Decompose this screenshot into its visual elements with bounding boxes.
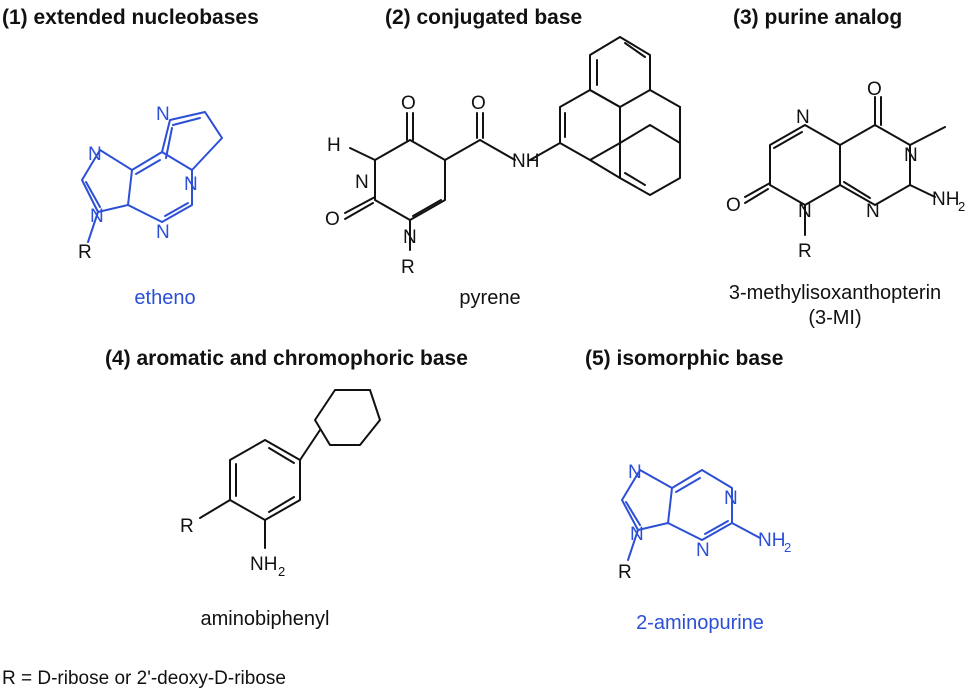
pyrene-conjugated-base-structure: O O O H N N NH R <box>325 36 681 278</box>
atom-label: R <box>180 516 194 537</box>
atom-label: N <box>88 144 102 165</box>
atom-label: N <box>796 107 810 128</box>
atom-label: N <box>403 227 417 248</box>
atom-label: NH <box>758 530 785 551</box>
molecule-name-3-methylisoxanthopterin: 3-methylisoxanthopterin <box>728 282 942 304</box>
atom-label: N <box>156 104 170 125</box>
atom-label: N <box>90 206 104 227</box>
section-title-isomorphic-base: (5) isomorphic base <box>585 347 784 370</box>
atom-label: H <box>327 135 341 156</box>
atom-label: NH <box>250 554 277 575</box>
atom-label: O <box>867 79 882 100</box>
atom-label: R <box>618 562 632 583</box>
section-title-conjugated-base: (2) conjugated base <box>385 6 583 29</box>
atom-label: O <box>325 209 340 230</box>
atom-label: N <box>904 145 918 166</box>
atom-label: N <box>628 462 642 483</box>
atom-label: N <box>184 174 198 195</box>
atom-label: 2 <box>278 564 285 579</box>
footnote-r-definition: R = D-ribose or 2'-deoxy-D-ribose <box>2 668 286 689</box>
atom-label: 2 <box>784 540 791 555</box>
aminobiphenyl-structure: R NH 2 <box>180 389 381 579</box>
atom-label: O <box>401 93 416 114</box>
etheno-structure: N N N N N R <box>78 104 223 263</box>
molecule-name-2-aminopurine: 2-aminopurine <box>636 612 764 634</box>
atom-label: R <box>401 257 415 278</box>
atom-label: NH <box>932 189 959 210</box>
atom-label: R <box>798 241 812 262</box>
section-title-aromatic-chromophoric-base: (4) aromatic and chromophoric base <box>105 347 468 370</box>
molecule-name-etheno: etheno <box>134 287 196 309</box>
section-title-extended-nucleobases: (1) extended nucleobases <box>2 6 259 29</box>
atom-label: N <box>798 201 812 222</box>
molecule-name-aminobiphenyl: aminobiphenyl <box>200 608 330 630</box>
molecule-abbrev-3-mi: (3-MI) <box>808 307 862 329</box>
molecule-name-pyrene: pyrene <box>459 287 521 309</box>
atom-label: O <box>726 195 741 216</box>
2-aminopurine-structure: N N N N NH 2 R <box>618 462 791 583</box>
atom-label: N <box>156 222 170 243</box>
atom-label: R <box>78 242 92 263</box>
atom-label: N <box>724 488 738 509</box>
atom-label: N <box>630 524 644 545</box>
atom-label: N <box>866 201 880 222</box>
isoxanthopterin-structure: N O N N NH 2 O N R <box>726 79 965 262</box>
atom-label: N <box>696 540 710 561</box>
atom-label: NH <box>512 151 539 172</box>
atom-label: 2 <box>958 199 965 214</box>
atom-label: O <box>471 93 486 114</box>
section-title-purine-analog: (3) purine analog <box>733 6 903 29</box>
atom-label: N <box>355 172 369 193</box>
